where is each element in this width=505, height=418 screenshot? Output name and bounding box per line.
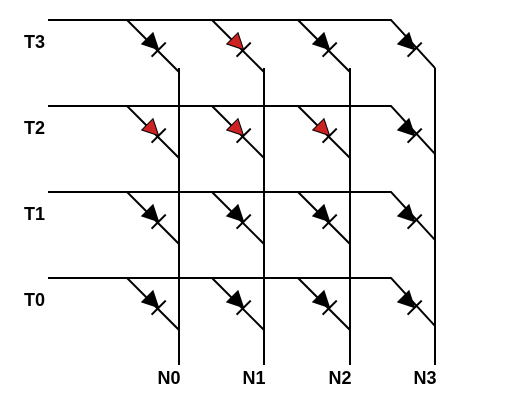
row-wire — [48, 105, 436, 155]
column-label: N3 — [413, 368, 436, 388]
diode-triangle — [311, 203, 331, 223]
diode-cathode-bar — [235, 127, 252, 144]
row-label: T3 — [24, 32, 45, 52]
diode-triangle — [396, 31, 416, 51]
diode — [311, 289, 338, 316]
diode-cathode-bar — [150, 41, 167, 58]
diode-cathode-bar — [235, 299, 252, 316]
diode-cathode-bar — [235, 41, 252, 58]
diode — [140, 31, 167, 58]
diode-triangle — [225, 31, 245, 51]
diode-triangle — [311, 31, 331, 51]
diode-cathode-bar — [150, 127, 167, 144]
column-label: N1 — [242, 368, 265, 388]
diode — [225, 289, 252, 316]
row-label: T2 — [24, 118, 45, 138]
diode — [311, 31, 338, 58]
diode-triangle — [396, 117, 416, 137]
diode-triangle — [225, 203, 245, 223]
diode-triangle — [140, 31, 160, 51]
diode-cathode-bar — [406, 41, 423, 58]
row-wire — [48, 277, 436, 327]
row-wire — [48, 191, 436, 241]
diode — [396, 203, 423, 230]
row-label: T0 — [24, 290, 45, 310]
diode-triangle — [140, 117, 160, 137]
diode-cathode-bar — [235, 213, 252, 230]
diode-triangle — [140, 203, 160, 223]
diode-triangle — [311, 289, 331, 309]
diode-cathode-bar — [321, 213, 338, 230]
diode-triangle — [225, 117, 245, 137]
diode — [311, 117, 338, 144]
diode — [225, 117, 252, 144]
diode — [140, 289, 167, 316]
diode — [396, 117, 423, 144]
diode-cathode-bar — [321, 127, 338, 144]
column-label: N2 — [328, 368, 351, 388]
diode — [140, 117, 167, 144]
diode-triangle — [311, 117, 331, 137]
diode-cathode-bar — [406, 299, 423, 316]
diode-triangle — [225, 289, 245, 309]
diode-triangle — [396, 289, 416, 309]
diode-cathode-bar — [406, 127, 423, 144]
diode-cathode-bar — [321, 41, 338, 58]
diode — [225, 203, 252, 230]
diode-cathode-bar — [321, 299, 338, 316]
row-wire — [48, 19, 436, 69]
diode — [311, 203, 338, 230]
column-label: N0 — [157, 368, 180, 388]
diode-triangle — [140, 289, 160, 309]
diode-cathode-bar — [150, 213, 167, 230]
diode-cathode-bar — [150, 299, 167, 316]
row-label: T1 — [24, 204, 45, 224]
diode — [225, 31, 252, 58]
diode — [140, 203, 167, 230]
diode — [396, 289, 423, 316]
diode — [396, 31, 423, 58]
diode-cathode-bar — [406, 213, 423, 230]
diode-triangle — [396, 203, 416, 223]
